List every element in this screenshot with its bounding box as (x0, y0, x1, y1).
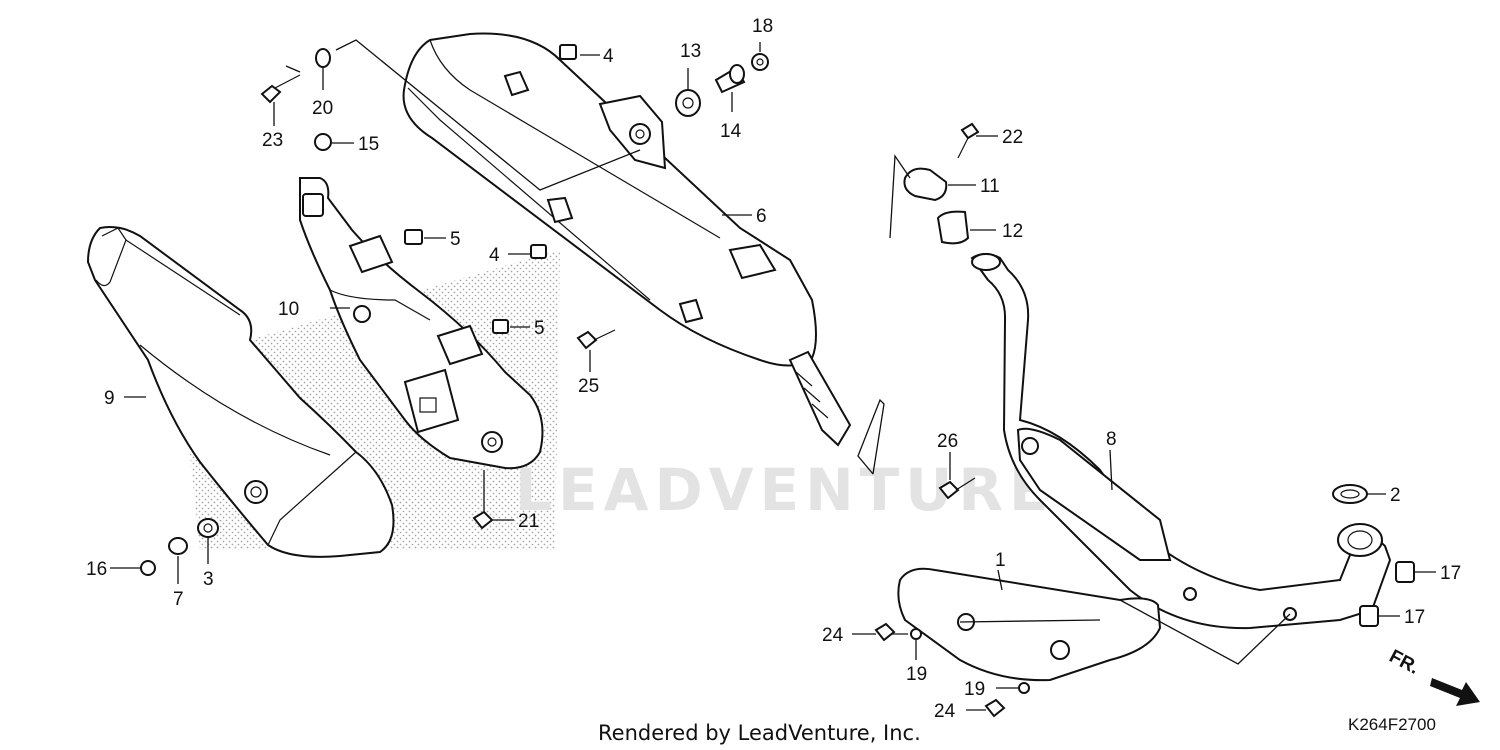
leader-lines (285, 39, 1291, 665)
watermark-text: LEADVENTURE (515, 456, 1055, 524)
callout-2: 2 (1390, 485, 1401, 506)
nut-3 (197, 518, 219, 538)
callout-6: 6 (756, 206, 767, 227)
label-ticks (110, 42, 1436, 711)
callout-17b: 17 (1404, 607, 1425, 628)
exhaust-pipe (970, 253, 1392, 630)
callout-labels: 1 2 3 4 4 5 5 6 7 8 9 10 11 12 13 14 15 … (86, 16, 1461, 722)
collar-13 (675, 89, 701, 117)
nut-17a (1395, 561, 1415, 583)
lower-heat-shield (897, 567, 1297, 682)
callout-5b: 5 (534, 318, 545, 339)
washer-19b (1018, 682, 1030, 694)
callout-25: 25 (578, 376, 599, 397)
callout-1: 1 (995, 550, 1006, 571)
grommet-15 (314, 133, 332, 151)
clip-4a (559, 44, 577, 60)
callout-22: 22 (1002, 127, 1023, 148)
front-label: FR. (1386, 646, 1423, 679)
callout-24b: 24 (934, 701, 956, 722)
callout-26: 26 (937, 431, 958, 452)
bolt-25 (576, 329, 616, 350)
callout-15: 15 (358, 134, 379, 155)
callout-10: 10 (278, 299, 299, 320)
heat-shield-cover (86, 226, 395, 558)
callout-19a: 19 (906, 664, 927, 685)
bolt-24b (984, 698, 1006, 718)
band-11 (903, 167, 948, 202)
washer-20 (315, 48, 331, 68)
callout-23: 23 (262, 130, 283, 151)
callout-17a: 17 (1440, 563, 1461, 584)
callout-7: 7 (173, 589, 184, 610)
bolt-23 (260, 74, 301, 104)
collar-14 (714, 64, 746, 94)
bolt-16 (140, 560, 156, 576)
clip-5a (404, 229, 423, 245)
callout-4a: 4 (603, 46, 614, 67)
callout-5a: 5 (450, 229, 461, 250)
bolt-22 (957, 122, 980, 159)
callout-14: 14 (720, 121, 742, 142)
nut-17b (1359, 605, 1379, 627)
front-direction-indicator: FR. (1386, 646, 1480, 706)
callout-18: 18 (752, 16, 773, 37)
gasket-12 (936, 210, 970, 245)
nut-18 (751, 53, 769, 71)
front-arrow-icon (1430, 678, 1480, 706)
callout-19b: 19 (964, 679, 985, 700)
callout-13: 13 (680, 41, 701, 62)
washer-19a (910, 628, 922, 640)
bolt-24a (874, 622, 908, 642)
diagram-code: K264F2700 (1348, 715, 1436, 734)
gasket-2 (1332, 484, 1368, 504)
callout-8: 8 (1106, 429, 1117, 450)
muffler (402, 32, 852, 447)
clip-5b (492, 319, 509, 334)
callout-21: 21 (518, 511, 539, 532)
callout-24a: 24 (822, 625, 844, 646)
bolt-26 (938, 477, 976, 500)
render-credit: Rendered by LeadVenture, Inc. (598, 721, 921, 745)
washer-7 (168, 537, 188, 555)
callout-4b: 4 (489, 245, 500, 266)
callout-16: 16 (86, 559, 107, 580)
clip-4b (530, 244, 547, 259)
callout-9: 9 (104, 388, 115, 409)
callout-3: 3 (203, 569, 214, 590)
callout-11: 11 (980, 176, 1000, 197)
callout-12: 12 (1002, 221, 1023, 242)
callout-20: 20 (312, 98, 333, 119)
